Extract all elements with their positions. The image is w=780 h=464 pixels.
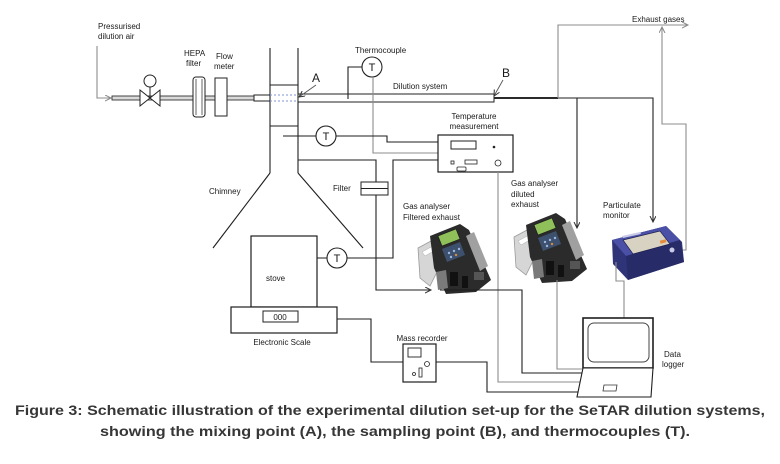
stove-label: stove — [266, 274, 286, 283]
scale-to-recorder-line — [337, 318, 403, 363]
gas-analyser-diluted-device — [513, 212, 588, 284]
thermocouple-3-signal-line — [347, 159, 438, 259]
particulate-monitor-label-line2: monitor — [603, 211, 630, 220]
gas-analyser-diluted-label-line3: exhaust — [511, 200, 540, 209]
exhaust-line — [557, 25, 688, 98]
filtered-sample-line — [298, 159, 431, 290]
particulate-monitor-to-logger-line — [615, 262, 625, 318]
recorder-to-logger-line — [436, 361, 578, 393]
electronic-scale-label: Electronic Scale — [253, 338, 311, 347]
data-logger-label-line1: Data — [664, 350, 681, 359]
particulate-monitor-device — [612, 226, 684, 280]
dilution-air-inlet-line — [96, 46, 111, 98]
scale-display — [262, 310, 299, 323]
data-logger-label-line2: logger — [662, 360, 685, 369]
thermocouple-1-signal-line — [372, 77, 438, 154]
gas-analyser-filtered-label-line1: Gas analyser — [403, 202, 450, 211]
thermocouple-1-icon — [361, 56, 383, 78]
stove — [250, 235, 318, 308]
particle-filter — [360, 181, 389, 196]
valve-icon — [139, 74, 161, 108]
flow-meter-label-line2: meter — [214, 62, 235, 71]
figure-caption-line1: Figure 3: Schematic illustration of the … — [15, 402, 765, 418]
filter-label: Filter — [333, 184, 351, 193]
mass-recorder-label: Mass recorder — [396, 334, 447, 343]
sampling-line-to-particulate-monitor — [558, 97, 653, 222]
thermocouple-2-symbol: T — [323, 131, 330, 143]
thermocouple-2-signal-line — [336, 135, 438, 143]
gas-analyser-diluted-label-line2: diluted — [511, 190, 535, 199]
mixing-point-a-label: A — [312, 71, 320, 85]
exhaust-gases-label: Exhaust gases — [632, 15, 684, 24]
chimney-label: Chimney — [209, 187, 241, 196]
particulate-monitor-label-line1: Particulate — [603, 201, 641, 210]
hepa-filter-label-line1: HEPA — [184, 49, 206, 58]
dilution-tunnel — [297, 93, 495, 103]
temperature-measurement-label-line2: measurement — [450, 122, 500, 131]
sampling-point-b-label: B — [502, 66, 510, 80]
pressurised-air-label-line1: Pressurised — [98, 22, 140, 31]
mixing-point-a-arrow — [299, 84, 317, 97]
thermocouple-label: Thermocouple — [355, 46, 407, 55]
temperature-unit-to-logger-line — [497, 172, 580, 383]
mass-recorder — [402, 343, 437, 383]
particulate-monitor-exhaust-line — [662, 27, 687, 251]
data-logger-laptop — [576, 317, 654, 398]
gas-analyser-filtered-device — [417, 223, 492, 295]
flow-meter-label-line1: Flow — [216, 52, 233, 61]
hepa-filter — [192, 76, 206, 118]
temperature-measurement-label-line1: Temperature — [452, 112, 497, 121]
flow-meter — [214, 77, 228, 117]
temperature-measurement-unit — [437, 134, 514, 173]
filtered-analyser-to-logger-line — [440, 289, 582, 374]
thermocouple-3-symbol: T — [334, 253, 341, 265]
dilution-system-label: Dilution system — [393, 82, 448, 91]
injection-nozzle — [253, 94, 271, 102]
figure-caption-line2: showing the mixing point (A), the sampli… — [100, 423, 690, 439]
sampling-point-b-arrow — [494, 79, 504, 96]
dilution-air-pipe — [111, 95, 255, 101]
gas-analyser-filtered-label-line2: Filtered exhaust — [403, 213, 461, 222]
scale-display-value: 000 — [273, 313, 287, 322]
thermocouple-1-symbol: T — [369, 62, 376, 74]
gas-analyser-diluted-label-line1: Gas analyser — [511, 179, 558, 188]
diluted-analyser-to-logger-line — [556, 280, 582, 370]
pressurised-air-label-line2: dilution air — [98, 32, 135, 41]
hepa-filter-label-line2: filter — [186, 59, 201, 68]
thermocouple-1-probe-line — [347, 66, 362, 99]
chimney — [212, 48, 364, 249]
